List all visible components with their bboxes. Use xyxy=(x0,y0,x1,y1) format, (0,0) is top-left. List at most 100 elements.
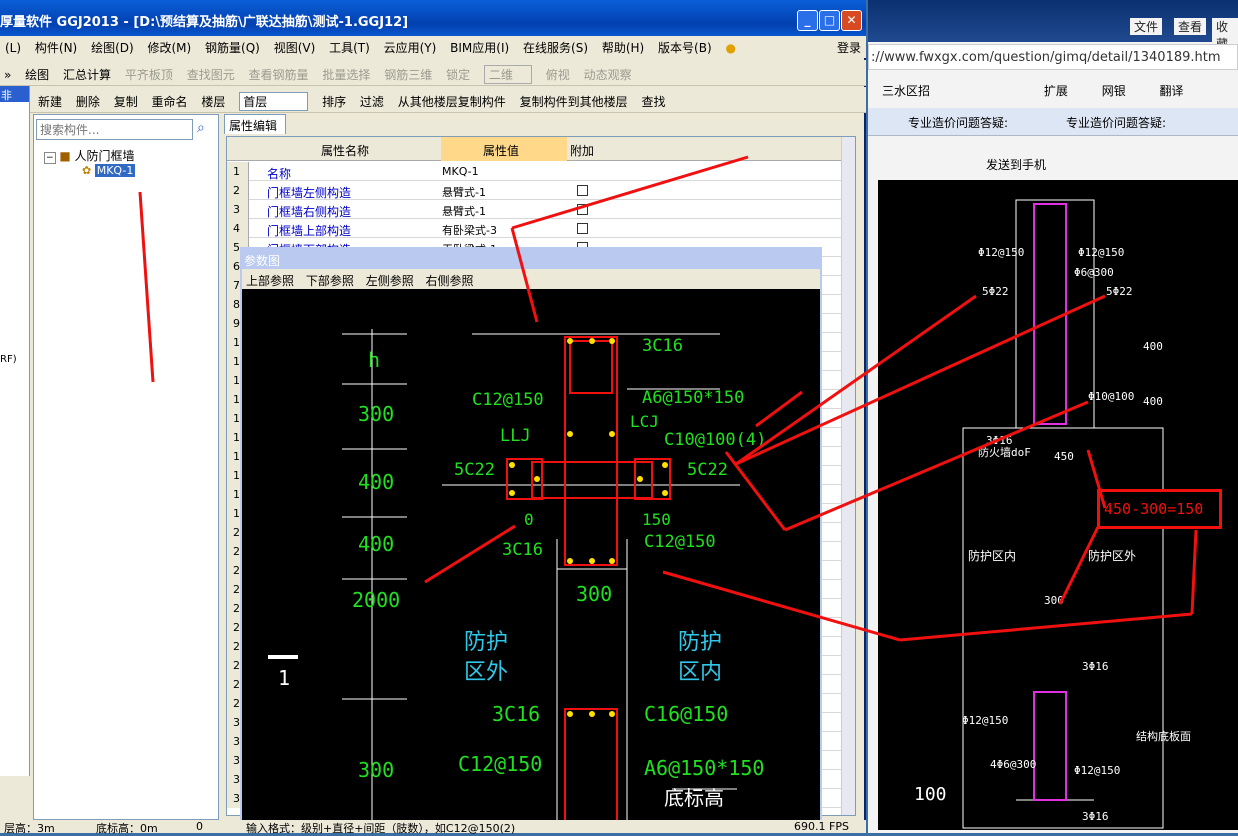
left-tab[interactable]: 非 xyxy=(0,86,29,102)
menu-item[interactable]: 版本号(B) xyxy=(658,41,712,55)
menu-item[interactable]: 绘图(D) xyxy=(91,41,134,55)
floor-select[interactable]: 首层 xyxy=(239,92,309,111)
menu-item[interactable]: 钢筋量(Q) xyxy=(205,41,260,55)
label-w300: 300 xyxy=(576,582,612,606)
find-element-button[interactable]: 查找图元 xyxy=(186,68,235,82)
copy-button[interactable]: 复制 xyxy=(113,95,138,109)
menu-item[interactable]: 工具(T) xyxy=(329,41,370,55)
ext-button[interactable]: 扩展 xyxy=(1043,84,1068,98)
label-one: 1 xyxy=(278,666,290,690)
view-rebar-button[interactable]: 查看钢筋量 xyxy=(248,68,309,82)
filter-button[interactable]: 过滤 xyxy=(359,95,384,109)
helmet-icon: ● xyxy=(725,41,736,55)
menu-item[interactable]: BIM应用(I) xyxy=(450,41,510,55)
translate-button[interactable]: 翻译 xyxy=(1159,84,1184,98)
search-icon[interactable]: ⌕ xyxy=(197,120,205,136)
rebar-3d-button[interactable]: 钢筋三维 xyxy=(384,68,433,82)
cad-p: Φ12@150 xyxy=(962,714,1008,727)
status-hint: 输入格式：级别+直径+间距（肢数），如C12@150(2) xyxy=(246,822,516,835)
table-row[interactable]: 2 门框墙左侧构造 悬臂式-1 xyxy=(227,181,855,200)
delete-button[interactable]: 删除 xyxy=(75,95,100,109)
add-checkbox[interactable] xyxy=(577,223,588,234)
minimize-button[interactable]: _ xyxy=(797,10,818,31)
lock-button[interactable]: 锁定 xyxy=(446,68,471,82)
property-value[interactable]: 有卧梁式-3 xyxy=(442,224,497,237)
menu-item[interactable]: (L) xyxy=(5,41,22,55)
property-name: 门框墙左侧构造 xyxy=(267,186,352,200)
label-a6-a: A6@150*150 xyxy=(642,388,744,408)
cad-e: 5Φ22 xyxy=(1106,285,1133,298)
fav-item[interactable]: 三水区招 xyxy=(882,84,931,98)
property-value[interactable]: MKQ-1 xyxy=(442,165,479,178)
view-mode-select[interactable]: 二维 xyxy=(483,65,532,84)
menu-view[interactable]: 查看 xyxy=(1174,18,1207,35)
copy-from-floor-button[interactable]: 从其他楼层复制构件 xyxy=(397,95,506,109)
dynamic-view-button[interactable]: 动态观察 xyxy=(583,68,632,82)
maximize-button[interactable]: □ xyxy=(819,10,840,31)
browser-tab-1[interactable]: 专业造价问题答疑: xyxy=(908,116,1009,130)
tree-root[interactable]: − ■ 人防门框墙 xyxy=(44,149,135,164)
new-button[interactable]: 新建 xyxy=(38,95,63,109)
row-number: 2 xyxy=(227,181,249,200)
tab-left-ref[interactable]: 左侧参照 xyxy=(365,274,414,288)
copy-to-floor-button[interactable]: 复制构件到其他楼层 xyxy=(519,95,628,109)
tab-top-ref[interactable]: 上部参照 xyxy=(246,274,295,288)
label-150: 150 xyxy=(642,510,671,529)
cad-n: 300 xyxy=(1044,594,1064,607)
menu-item[interactable]: 视图(V) xyxy=(273,41,316,55)
menu-file[interactable]: 文件 xyxy=(1130,18,1163,35)
draw-button[interactable]: 绘图 xyxy=(25,68,50,82)
address-bar[interactable]: ://www.fwxgx.com/question/gimq/detail/13… xyxy=(868,44,1238,70)
property-name: 名称 xyxy=(267,167,292,181)
label-c12-b: C12@150 xyxy=(644,532,716,552)
browser-tab-2[interactable]: 专业造价问题答疑: xyxy=(1066,116,1167,130)
top-view-button[interactable]: 俯视 xyxy=(545,68,570,82)
menu-item[interactable]: 修改(M) xyxy=(147,41,192,55)
add-checkbox[interactable] xyxy=(577,204,588,215)
property-name: 门框墙上部构造 xyxy=(267,224,352,238)
search-input[interactable] xyxy=(36,119,193,140)
cad-c: Φ6@300 xyxy=(1074,266,1114,279)
login-link[interactable]: 登录 xyxy=(837,41,862,55)
menu-bar: (L) 构件(N) 绘图(D) 修改(M) 钢筋量(Q) 视图(V) 工具(T)… xyxy=(0,36,866,58)
property-value[interactable]: 悬臂式-1 xyxy=(442,205,486,218)
tab-properties[interactable]: 属性编辑 xyxy=(224,114,286,134)
menu-item[interactable]: 帮助(H) xyxy=(601,41,645,55)
grid-scrollbar[interactable] xyxy=(841,137,855,815)
menu-item[interactable]: 云应用(Y) xyxy=(383,41,437,55)
dim-h: h xyxy=(368,348,380,372)
add-checkbox[interactable] xyxy=(577,185,588,196)
bank-button[interactable]: 网银 xyxy=(1101,84,1126,98)
flat-button[interactable]: 平齐板顶 xyxy=(124,68,173,82)
property-name: 门框墙右侧构造 xyxy=(267,205,352,219)
send-to-phone-button[interactable]: 发送到手机 xyxy=(986,158,1047,172)
tree-item-mkq[interactable]: ✿ MKQ-1 xyxy=(82,164,136,177)
sort-button[interactable]: 排序 xyxy=(322,95,347,109)
label-outside: 防护 xyxy=(464,630,508,655)
menu-item[interactable]: 构件(N) xyxy=(34,41,78,55)
rename-button[interactable]: 重命名 xyxy=(151,95,188,109)
tab-right-ref[interactable]: 右侧参照 xyxy=(425,274,474,288)
label-bottom-elev: 底标高 xyxy=(664,786,724,810)
cad-q: 结构底板面 xyxy=(1136,729,1191,743)
figure-tabs: 上部参照 下部参照 左侧参照 右侧参照 xyxy=(242,269,820,289)
tab-bottom-ref[interactable]: 下部参照 xyxy=(305,274,354,288)
dim-400b: 400 xyxy=(358,532,394,556)
label-inside: 防护 xyxy=(678,630,722,655)
close-button[interactable]: ✕ xyxy=(841,10,862,31)
property-value[interactable]: 悬臂式-1 xyxy=(442,186,486,199)
favorites-bar: 三水区招 扩展 网银 翻译 xyxy=(868,74,1238,104)
find-button[interactable]: 查找 xyxy=(641,95,666,109)
cad-u: 100 xyxy=(914,784,947,805)
menu-item[interactable]: 在线服务(S) xyxy=(523,41,588,55)
cad-k: 450 xyxy=(1054,450,1074,463)
batch-select-button[interactable]: 批量选择 xyxy=(322,68,371,82)
left-hint: RF) xyxy=(0,354,17,365)
label-inside-2: 区内 xyxy=(678,660,722,685)
main-window: 厚量软件 GGJ2013 - [D:\预结算及抽筋\广联达抽筋\测试-1.GGJ… xyxy=(0,0,866,835)
sum-button[interactable]: 汇总计算 xyxy=(63,68,112,82)
header-name: 属性名称 xyxy=(321,144,370,158)
